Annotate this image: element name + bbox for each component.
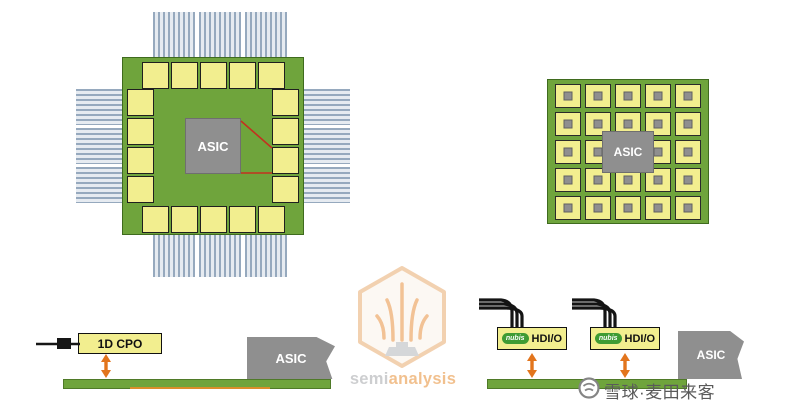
optical-engine-pad xyxy=(229,62,256,89)
fiber-cable xyxy=(572,298,607,328)
io-pad-cell xyxy=(645,84,671,108)
fiber-cable xyxy=(572,306,617,328)
io-pad-cell xyxy=(645,196,671,220)
optical-engine-pad xyxy=(127,118,154,145)
io-pad-cell xyxy=(585,196,611,220)
optical-engine-pad xyxy=(258,62,285,89)
asic-label: ASIC xyxy=(613,145,643,159)
optical-engine-pad xyxy=(200,62,227,89)
fiber-ribbon-top-3 xyxy=(245,12,287,57)
optical-engine-pad xyxy=(229,206,256,233)
io-pad-cell xyxy=(675,196,701,220)
fiber-cable-bundles xyxy=(479,298,617,328)
asic-side: ASIC xyxy=(247,337,335,379)
fiber-cable xyxy=(479,306,524,328)
fiber-cable xyxy=(479,302,519,328)
optical-engine-pad xyxy=(272,89,299,116)
attach-arrow-icon xyxy=(101,354,111,378)
semianalysis-logo-icon xyxy=(358,266,446,368)
optical-engine-pad xyxy=(171,206,198,233)
fiber-ribbon-bottom-1 xyxy=(153,235,195,277)
optical-engine-pad xyxy=(258,206,285,233)
io-pad-cell xyxy=(585,84,611,108)
io-pad-cell xyxy=(675,168,701,192)
optical-engine-pad xyxy=(127,176,154,203)
io-pad-cell xyxy=(555,112,581,136)
io-pad-cell xyxy=(615,196,641,220)
io-pad-cell xyxy=(585,168,611,192)
optical-engine-pad xyxy=(171,62,198,89)
optical-engine-pad xyxy=(142,62,169,89)
hdio-label: HDI/O xyxy=(624,332,656,345)
io-pad-cell xyxy=(615,84,641,108)
io-pad-cell xyxy=(555,84,581,108)
hdio-label: HDI/O xyxy=(531,332,563,345)
xueqiu-logo-icon xyxy=(578,377,600,399)
asic-label: ASIC xyxy=(275,350,307,366)
hdio-module-1: nubis HDI/O xyxy=(497,327,567,350)
optical-engine-pad xyxy=(127,89,154,116)
attach-arrow-icon xyxy=(527,353,537,378)
nubis-logo: nubis xyxy=(594,333,622,344)
optical-engine-pad xyxy=(142,206,169,233)
nubis-logo: nubis xyxy=(501,333,529,344)
optical-engine-pad xyxy=(272,176,299,203)
fiber-ribbon-right-1 xyxy=(304,89,350,125)
asic-die-2: ASIC xyxy=(602,131,654,173)
credit-text: 雪球·麦田来客 xyxy=(604,383,716,402)
fiber-ribbon-bottom-3 xyxy=(245,235,287,277)
io-pad-cell xyxy=(555,168,581,192)
asic-label: ASIC xyxy=(197,138,229,154)
fiber-ribbon-bottom-2 xyxy=(199,235,241,277)
io-pad-grid xyxy=(555,84,701,220)
fiber-ribbon-right-3 xyxy=(304,167,350,203)
io-pad-cell xyxy=(555,196,581,220)
cpo-fiber xyxy=(36,338,80,349)
wordmark-analysis: analysis xyxy=(388,370,457,388)
optical-engine-pad xyxy=(200,206,227,233)
fiber-ribbon-left-2 xyxy=(76,128,122,164)
fiber-ribbon-top-2 xyxy=(199,12,241,57)
attach-arrow-icon xyxy=(620,353,630,378)
fiber-ribbon-top-1 xyxy=(153,12,195,57)
fiber-ribbon-left-3 xyxy=(76,167,122,203)
fiber-connector xyxy=(57,338,71,349)
trace-line xyxy=(130,387,270,389)
optical-engine-pad xyxy=(272,147,299,174)
optical-engine-pad xyxy=(272,118,299,145)
wordmark-semi: semi xyxy=(349,370,389,388)
io-pad-cell xyxy=(555,140,581,164)
fiber-ribbon-right-2 xyxy=(304,128,350,164)
asic-die: ASIC xyxy=(185,118,241,174)
asic-label: ASIC xyxy=(696,348,726,362)
fiber-ribbon-left-1 xyxy=(76,89,122,125)
optical-engine-pad xyxy=(127,147,154,174)
fiber-cable xyxy=(572,302,612,328)
fiber-cable xyxy=(479,298,514,328)
io-pad-cell xyxy=(675,112,701,136)
io-pad-cell xyxy=(675,140,701,164)
hdio-module-2: nubis HDI/O xyxy=(590,327,660,350)
io-pad-cell xyxy=(675,84,701,108)
cpo-module: 1D CPO xyxy=(78,333,162,354)
asic-side-2: ASIC xyxy=(678,331,744,379)
cpo-label: 1D CPO xyxy=(97,336,143,351)
